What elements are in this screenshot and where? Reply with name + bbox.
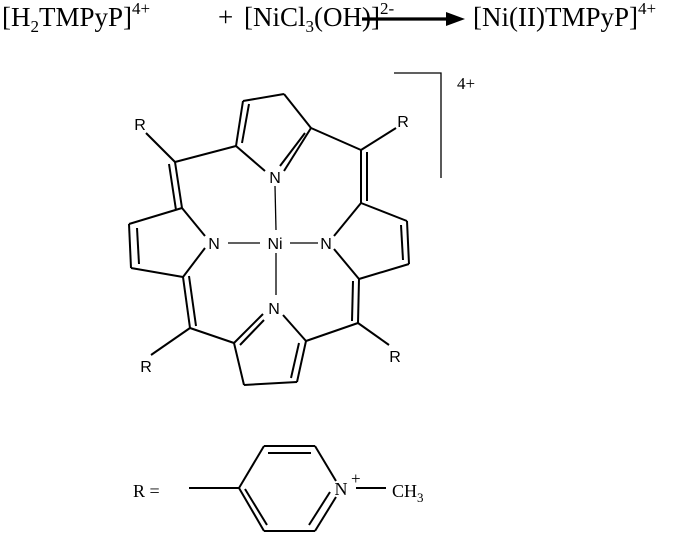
atom-n-right: N xyxy=(320,236,332,253)
reaction-equation: [H2TMPyP]4+ + [NiCl3(OH)]2- [Ni(II)TMPyP… xyxy=(0,0,685,40)
porphyrin-core xyxy=(128,93,410,386)
r-label-top-left: R xyxy=(134,117,146,134)
pyridinium-ring xyxy=(189,445,386,532)
r-label-bottom-right: R xyxy=(389,349,401,366)
atom-n-top: N xyxy=(269,170,281,187)
reactant-h2tmpyp: [H2TMPyP]4+ xyxy=(2,0,151,36)
atom-ni: Ni xyxy=(267,236,282,253)
reactant-nicl3oh: [NiCl3(OH)]2- xyxy=(244,0,395,36)
plus-sign: + xyxy=(218,2,234,32)
complex-charge: 4+ xyxy=(457,74,475,93)
substituent-bonds xyxy=(145,127,397,356)
product-nitmpyp: [Ni(II)TMPyP]4+ xyxy=(473,0,657,32)
pyridinium-nitrogen: N xyxy=(335,479,348,499)
r-label-bottom-left: R xyxy=(140,359,152,376)
right-arrow-icon xyxy=(362,12,465,26)
methyl-group: CH3 xyxy=(392,481,424,505)
r-definition-label: R = xyxy=(133,481,160,501)
nitrogen-positive-charge: + xyxy=(351,469,361,488)
atom-n-left: N xyxy=(208,236,220,253)
charge-bracket xyxy=(394,72,442,178)
atom-n-bottom: N xyxy=(268,301,280,318)
r-label-top-right: R xyxy=(397,114,409,131)
